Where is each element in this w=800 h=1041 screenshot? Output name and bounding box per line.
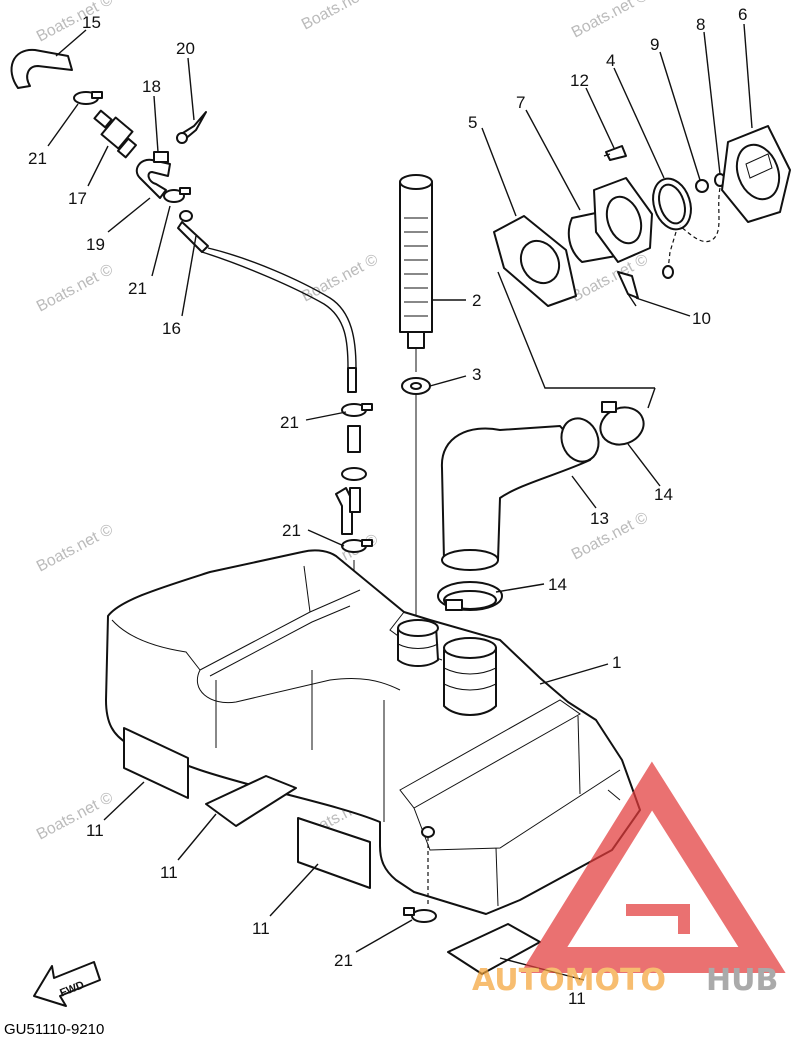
packing-5 [493, 215, 577, 307]
filter-2 [399, 174, 433, 372]
bracket-18 [135, 151, 171, 199]
callout-18: 18 [142, 77, 161, 96]
rivet-10 [617, 271, 639, 307]
callout-1: 1 [612, 653, 621, 672]
gasket-4 [652, 177, 692, 231]
callout-16: 16 [162, 319, 181, 338]
callout-11: 11 [86, 821, 104, 840]
automotohub-logo: AUTOMOTO HUB [472, 761, 786, 998]
pads-11 [123, 727, 541, 975]
watermark: Boats.net © [569, 509, 651, 563]
neck-7 [567, 177, 653, 263]
logo-text-automoto: AUTOMOTO [472, 963, 666, 998]
callout-21: 21 [128, 279, 147, 298]
callout-9: 9 [650, 35, 659, 54]
callout-7: 7 [516, 93, 525, 112]
vent-hose-15 [10, 48, 73, 89]
rivet-20 [176, 111, 207, 144]
diagram-code: GU51110-9210 [4, 1021, 104, 1038]
callout-11: 11 [252, 919, 270, 938]
callout-17: 17 [68, 189, 87, 208]
callout-6: 6 [738, 5, 747, 24]
clamp-14-top [560, 401, 645, 463]
leader-lines [47, 23, 753, 981]
cap-6 [721, 125, 791, 223]
callout-20: 20 [176, 39, 195, 58]
logo-triangle [520, 761, 786, 973]
callout-13: 13 [590, 509, 609, 528]
callout-5: 5 [468, 113, 477, 132]
screw-12 [603, 145, 627, 161]
clamp-21-mid [163, 187, 191, 203]
callout-21: 21 [334, 951, 353, 970]
callout-10: 10 [692, 309, 711, 328]
drain-parts [403, 826, 437, 923]
vent-hose-16 [177, 210, 357, 393]
callout-12: 12 [570, 71, 589, 90]
callout-2: 2 [472, 291, 481, 310]
check-valve-17 [93, 109, 137, 159]
callout-21: 21 [280, 413, 299, 432]
watermark: Boats.net © [569, 0, 651, 42]
callouts: 15 20 18 21 17 19 21 16 2 3 21 21 5 7 12… [28, 5, 747, 1008]
watermark: Boats.net © [34, 521, 116, 575]
callout-21: 21 [282, 521, 301, 540]
watermark: Boats.net © [34, 789, 116, 843]
gasket-3 [401, 377, 431, 620]
callout-14: 14 [654, 485, 673, 504]
callout-14: 14 [548, 575, 567, 594]
fwd-arrow: FWD [33, 961, 101, 1007]
callout-19: 19 [86, 235, 105, 254]
fuel-tank-1 [105, 549, 641, 915]
callout-8: 8 [696, 15, 705, 34]
logo-text-hub: HUB [706, 963, 778, 998]
callout-11: 11 [160, 863, 178, 882]
watermark: Boats.net © [299, 0, 381, 34]
filler-spouts [397, 619, 497, 716]
clamp-14-bottom [437, 581, 503, 611]
screw-9 [695, 179, 709, 193]
filler-bracket [497, 271, 656, 409]
callout-11: 11 [568, 989, 586, 1008]
watermark: Boats.net © [34, 261, 116, 315]
callout-21: 21 [28, 149, 47, 168]
callout-4: 4 [606, 51, 615, 70]
callout-15: 15 [82, 13, 101, 32]
clamp-21-top [73, 91, 103, 105]
cap-chain [662, 187, 721, 279]
callout-3: 3 [472, 365, 481, 384]
